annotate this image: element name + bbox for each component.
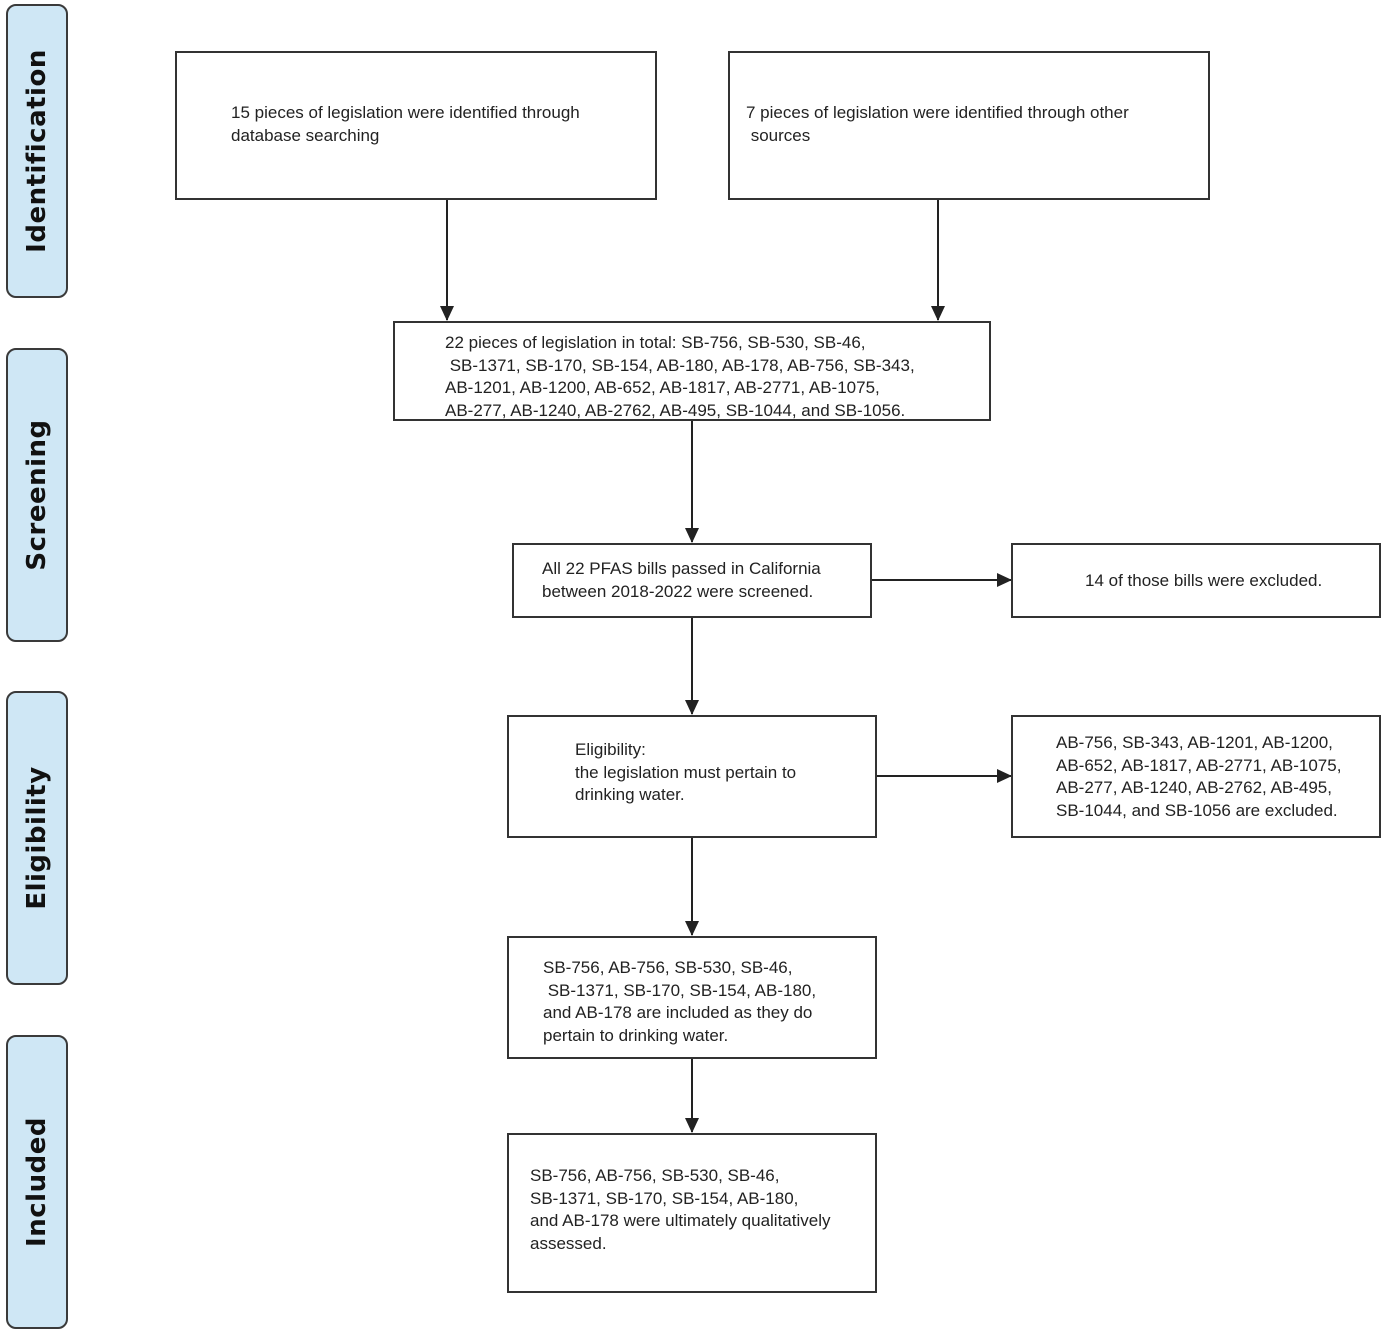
included-eligibility-text: SB-756, AB-756, SB-530, SB-46, SB-1371, … xyxy=(543,958,817,1045)
stage-included: Included xyxy=(6,1035,68,1329)
excluded-eligibility-text: AB-756, SB-343, AB-1201, AB-1200, AB-652… xyxy=(1056,733,1342,820)
database-search-text: 15 pieces of legislation were identified… xyxy=(231,103,580,145)
stage-identification: Identification xyxy=(6,4,68,298)
screened-box: All 22 PFAS bills passed in California b… xyxy=(512,543,872,618)
screened-text: All 22 PFAS bills passed in California b… xyxy=(542,559,821,601)
eligibility-criteria-box: Eligibility: the legislation must pertai… xyxy=(507,715,877,838)
excluded-eligibility-box: AB-756, SB-343, AB-1201, AB-1200, AB-652… xyxy=(1011,715,1381,838)
total-legislation-box: 22 pieces of legislation in total: SB-75… xyxy=(393,321,991,421)
excluded-screening-text: 14 of those bills were excluded. xyxy=(1085,571,1323,590)
included-eligibility-box: SB-756, AB-756, SB-530, SB-46, SB-1371, … xyxy=(507,936,877,1059)
final-included-box: SB-756, AB-756, SB-530, SB-46, SB-1371, … xyxy=(507,1133,877,1293)
stage-screening: Screening xyxy=(6,348,68,642)
excluded-screening-box: 14 of those bills were excluded. xyxy=(1011,543,1381,618)
stage-eligibility: Eligibility xyxy=(6,691,68,985)
database-search-box: 15 pieces of legislation were identified… xyxy=(175,51,657,200)
final-included-text: SB-756, AB-756, SB-530, SB-46, SB-1371, … xyxy=(530,1166,831,1253)
other-sources-box: 7 pieces of legislation were identified … xyxy=(728,51,1210,200)
eligibility-criteria-text: Eligibility: the legislation must pertai… xyxy=(575,740,797,804)
total-legislation-text: 22 pieces of legislation in total: SB-75… xyxy=(445,333,915,420)
other-sources-text: 7 pieces of legislation were identified … xyxy=(746,103,1129,145)
